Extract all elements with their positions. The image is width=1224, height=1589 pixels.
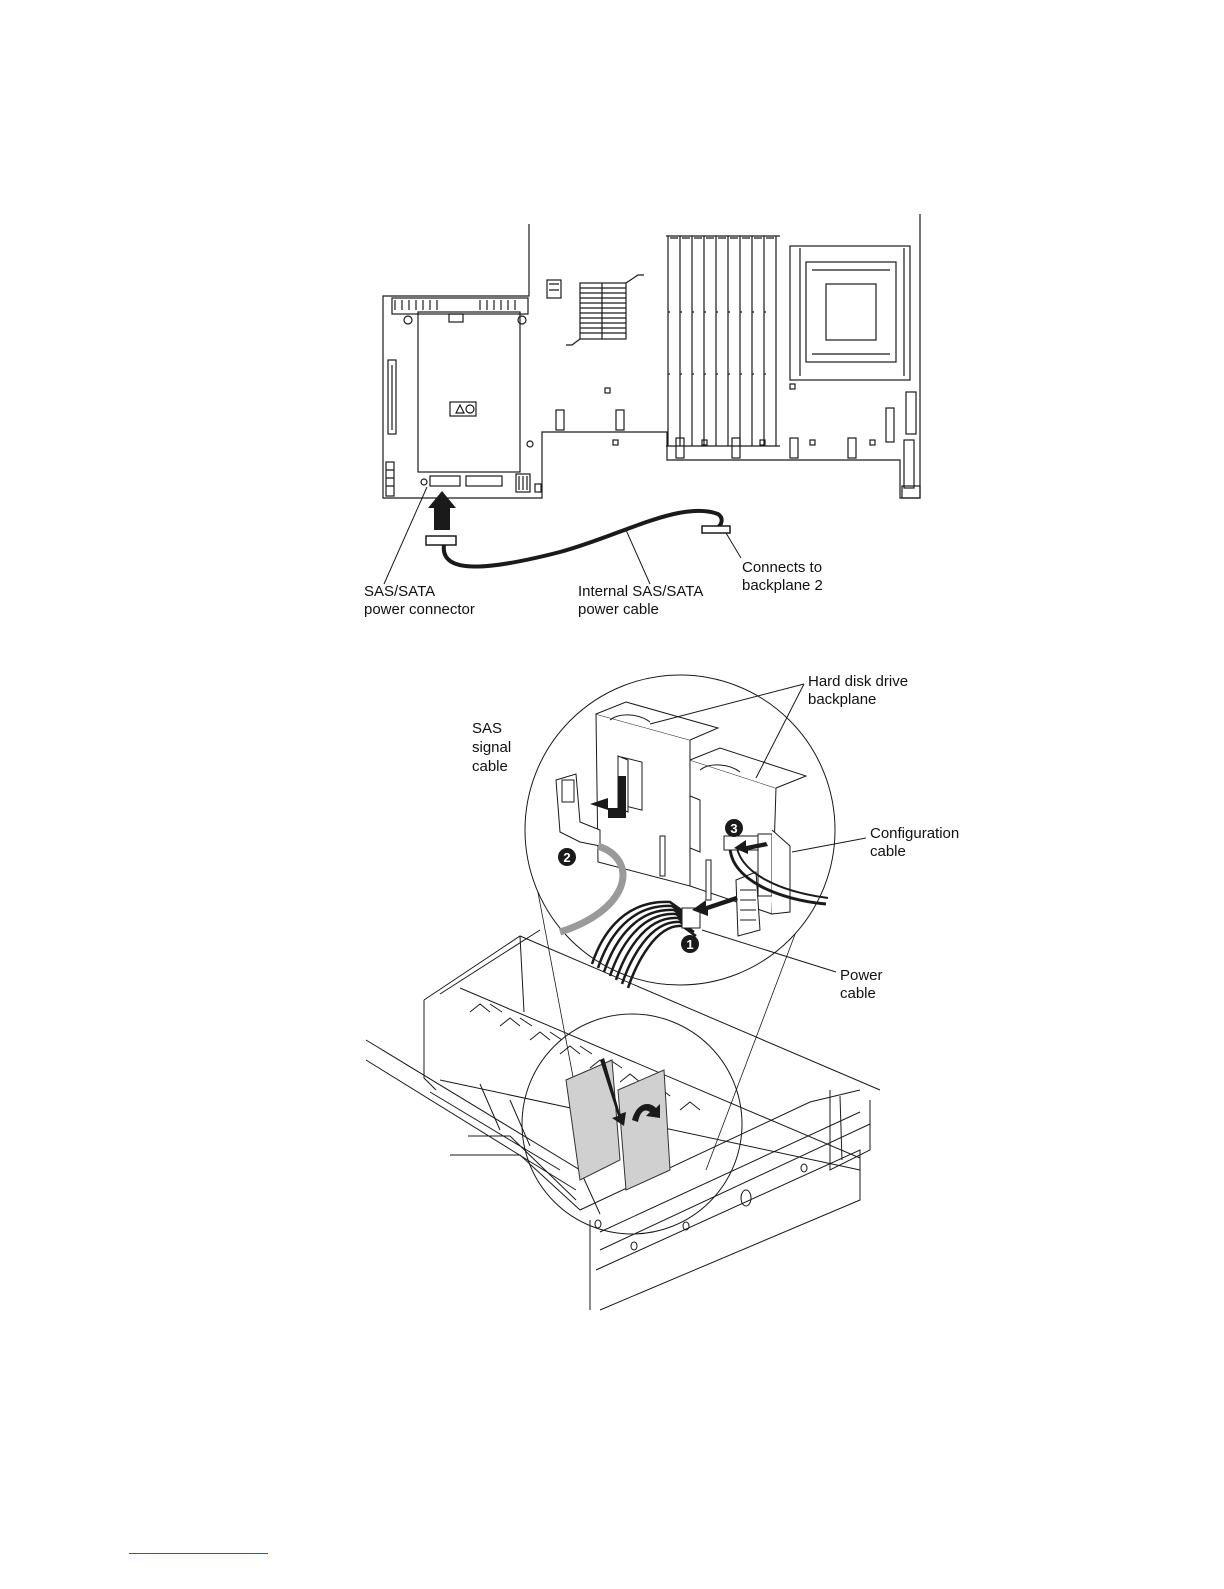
cable-label-line2: power cable [578,601,659,618]
backplane-label-line2: backplane 2 [742,577,823,594]
config-label-line1: Configuration [870,825,959,842]
system-board-figure [383,214,920,498]
heatsink [566,275,644,345]
sas-label-line2: signal [472,739,511,756]
step-2-number: 2 [563,850,570,865]
dimm-slots [666,236,780,446]
config-label-line2: cable [870,843,906,860]
cable-label-line1: Internal SAS/SATA [578,583,703,600]
step-3-number: 3 [730,821,737,836]
warning-icon [450,402,476,416]
hdd-label-line1: Hard disk drive [808,673,908,690]
insert-arrow [428,491,456,530]
riser-cage [418,312,520,472]
internal-power-cable [426,511,730,567]
connector-label-line1: SAS/SATA [364,583,435,600]
connector-label-line2: power connector [364,601,475,618]
system-board-outline [383,214,920,498]
power-label-line1: Power [840,967,883,984]
step-1-number: 1 [686,937,693,952]
step-marker-3: 3 [725,819,743,837]
step-marker-1: 1 [681,935,699,953]
step-marker-2: 2 [558,848,576,866]
footer-link-rule[interactable] [129,1553,268,1554]
hdd-label-line2: backplane [808,691,876,708]
sas-label-line3: cable [472,758,508,775]
backplane-small [566,1058,670,1190]
backplane-label-line1: Connects to [742,559,822,576]
sas-label-line1: SAS [472,720,502,737]
power-label-line2: cable [840,985,876,1002]
cpu-socket [790,246,910,380]
